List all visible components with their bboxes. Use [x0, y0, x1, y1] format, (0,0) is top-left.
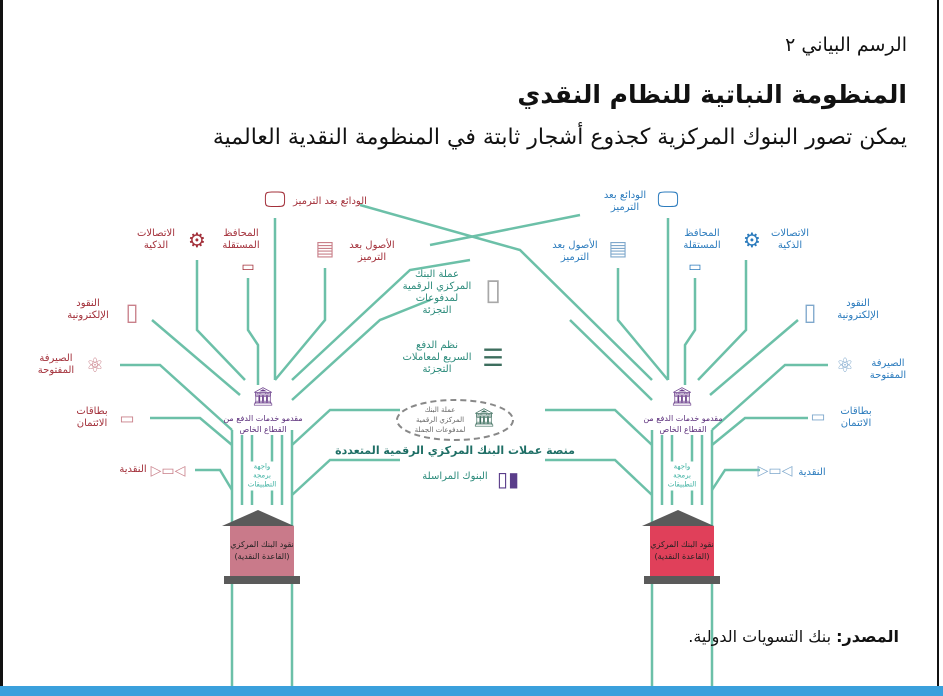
phone-icon: ▯ [484, 272, 502, 308]
right-tokenized-assets: الأصول بعد الترميز [552, 240, 598, 263]
fast-payments-label: نظم الدفع السريع لمعاملات التجزئة [402, 340, 472, 375]
right-tokenized-deposits: الودائع بعد الترميز [603, 190, 647, 213]
page-title: المنظومة النباتية للنظام النقدي [517, 80, 907, 109]
credit-card-icon: ▭ [810, 406, 826, 426]
retail-cbdc-label: عملة البنك المركزي الرقمية لمدفوعات التج… [402, 269, 472, 316]
left-self-custody-wallets: المحافظ المستقلة [222, 228, 260, 251]
certificate-icon: ▤ [608, 236, 628, 260]
left-base-label: نقود البنك المركزي (القاعدة النقدية) [230, 526, 294, 576]
left-open-banking: الصيرفة المفتوحة [37, 353, 75, 376]
atom-icon: ⚛ [836, 353, 854, 377]
right-base-label: نقود البنك المركزي (القاعدة النقدية) [650, 526, 714, 576]
right-self-custody-wallets: المحافظ المستقلة [683, 228, 721, 251]
right-cash: النقدية [798, 467, 826, 478]
right-open-banking: الصيرفة المفتوحة [869, 358, 907, 381]
wallet-icon: ▭ [241, 259, 255, 275]
monitor-chart-icon: 🖵 [264, 187, 286, 213]
credit-card-icon: ▭ [119, 408, 135, 428]
bottom-bar [0, 686, 943, 696]
phone-icon: ▯ [125, 298, 139, 326]
certificate-icon: ▤ [315, 236, 335, 260]
phone-icon: ▯ [803, 298, 817, 326]
left-api-label: واجهة برمجة التطبيقات [244, 461, 280, 491]
gear-icon: ⚙ [188, 228, 206, 252]
left-smart-contracts: الاتصالات الذكية [136, 228, 176, 251]
base [224, 576, 300, 584]
left-psp-label: مقدمو خدمات الدفع من القطاع الخاص [223, 414, 303, 434]
base [644, 576, 720, 584]
banknote-icon: ◁▭▷ [150, 463, 186, 479]
right-api-label: واجهة برمجة التطبيقات [664, 461, 700, 491]
buildings-icon: ▮▯ [496, 467, 520, 491]
wallet-icon: ▭ [688, 259, 702, 275]
right-smart-contracts: الاتصالات الذكية [770, 228, 810, 251]
roof [642, 510, 714, 526]
gear-icon: ⚙ [743, 228, 761, 252]
left-tokenized-deposits: الودائع بعد الترميز [293, 196, 367, 207]
left-credit-cards: بطاقات الائتمان [76, 406, 108, 429]
page-border-left [0, 0, 3, 686]
multi-cbdc-platform-label: منصة عملات البنك المركزي الرقمية المتعدد… [335, 444, 575, 457]
right-central-bank-base: نقود البنك المركزي (القاعدة النقدية) [642, 510, 720, 584]
figure-label: الرسم البياني ٢ [785, 34, 907, 56]
server-icon: ☰ [482, 344, 504, 372]
left-central-bank-base: نقود البنك المركزي (القاعدة النقدية) [222, 510, 300, 584]
left-e-money: النقود الإلكترونية [67, 298, 109, 321]
page-subtitle: يمكن تصور البنوك المركزية كجذوع أشجار ثا… [212, 125, 907, 150]
source-note: المصدر: بنك التسويات الدولية. [688, 627, 899, 646]
correspondent-banks-label: البنوك المراسلة [422, 471, 488, 482]
bank-icon: 🏛 [251, 386, 275, 408]
source-text: بنك التسويات الدولية. [688, 627, 832, 646]
bank-icon: 🏛 [472, 407, 496, 429]
right-psp-label: مقدمو خدمات الدفع من القطاع الخاص [643, 414, 723, 434]
monitor-chart-icon: 🖵 [657, 187, 679, 213]
page-border-right [937, 0, 939, 686]
right-e-money: النقود الإلكترونية [837, 298, 879, 321]
left-cash: النقدية [119, 464, 147, 475]
left-tokenized-assets: الأصول بعد الترميز [349, 240, 395, 263]
roof [222, 510, 294, 526]
right-credit-cards: بطاقات الائتمان [840, 406, 872, 429]
source-label: المصدر: [836, 627, 899, 646]
banknote-icon: ◁▭▷ [757, 463, 793, 479]
wholesale-cbdc-label: عملة البنك المركزي الرقمية لمدفوعات الجم… [414, 406, 466, 434]
bank-icon: 🏛 [670, 386, 694, 408]
atom-icon: ⚛ [86, 353, 104, 377]
